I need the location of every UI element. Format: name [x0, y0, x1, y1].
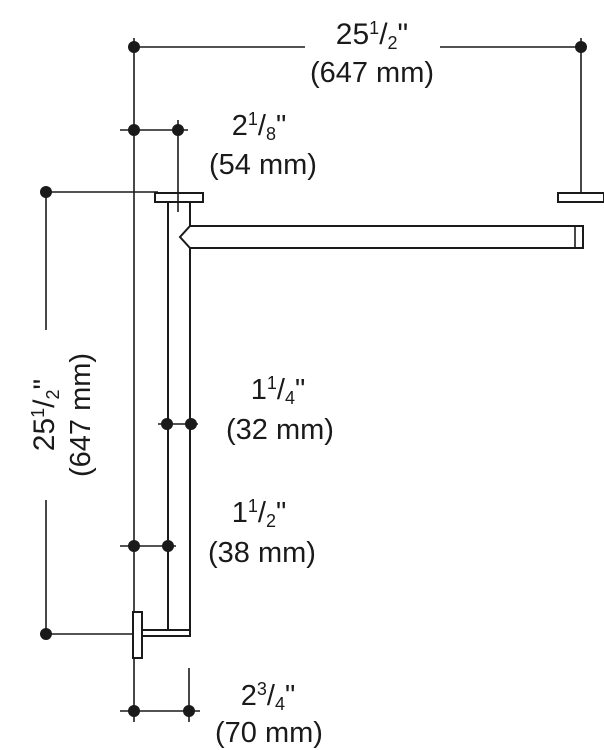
- dim-mm: (647 mm): [65, 353, 97, 477]
- dim-whole: 1: [251, 374, 267, 406]
- svg-text:23/4": 23/4": [241, 679, 296, 714]
- dim-whole: 2: [232, 110, 248, 142]
- dim-whole: 1: [232, 497, 248, 529]
- dim-inch-mark: ": [276, 497, 286, 529]
- dimension-dots: [40, 41, 587, 717]
- label-height: 251/2" (647 mm): [28, 353, 97, 477]
- top-left-flange: [154, 192, 204, 203]
- dim-denominator: 4: [275, 694, 285, 714]
- dim-inch-mark: ": [295, 374, 305, 406]
- dim-numerator: 1: [248, 109, 258, 129]
- dim-inch-mark: ": [398, 18, 409, 51]
- bottom-wall-flange: [132, 611, 143, 659]
- dimension-lines: [45, 38, 582, 722]
- horizontal-tube: [178, 225, 584, 249]
- dim-dot: [575, 41, 587, 53]
- grab-bar: [132, 192, 604, 659]
- dim-denominator: 8: [266, 124, 276, 144]
- dim-numerator: 1: [248, 496, 258, 516]
- dim-denominator: 4: [285, 388, 295, 408]
- svg-text:21/8": 21/8": [232, 109, 287, 144]
- label-wall-clearance: 11/2" (38 mm): [208, 496, 316, 569]
- dim-numerator: 1: [28, 408, 48, 418]
- dim-dot: [172, 124, 184, 136]
- dim-whole: 25: [28, 418, 61, 451]
- svg-text:11/4": 11/4": [251, 373, 306, 408]
- dim-dot: [128, 124, 140, 136]
- dim-inch-mark: ": [28, 379, 61, 390]
- dim-dot: [40, 186, 52, 198]
- label-bottom-flange: 23/4" (70 mm): [215, 679, 323, 749]
- dim-mm: (54 mm): [209, 149, 317, 181]
- dim-dot: [40, 628, 52, 640]
- dim-dot: [183, 705, 195, 717]
- dim-whole: 25: [336, 18, 369, 51]
- vertical-tube: [167, 199, 191, 637]
- label-tube-diameter: 11/4" (32 mm): [226, 373, 334, 446]
- label-top-width: 251/2" (647 mm): [310, 18, 434, 89]
- svg-text:251/2": 251/2": [28, 379, 63, 451]
- dim-whole: 2: [241, 680, 257, 712]
- dim-dot: [128, 41, 140, 53]
- dim-mm: (647 mm): [310, 57, 434, 89]
- dim-mm: (32 mm): [226, 414, 334, 446]
- svg-text:11/2": 11/2": [232, 496, 287, 531]
- label-flange-offset: 21/8" (54 mm): [209, 109, 317, 181]
- dim-dot: [162, 540, 174, 552]
- dim-mm: (38 mm): [208, 537, 316, 569]
- dim-mm: (70 mm): [215, 717, 323, 749]
- dim-denominator: 2: [388, 33, 398, 53]
- dim-dot: [128, 705, 140, 717]
- dim-dot: [161, 418, 173, 430]
- dim-dot: [185, 418, 197, 430]
- dim-denominator: 2: [266, 511, 276, 531]
- dim-dot: [128, 540, 140, 552]
- bottom-foot: [139, 629, 191, 637]
- dim-inch-mark: ": [276, 110, 286, 142]
- svg-text:251/2": 251/2": [336, 18, 408, 53]
- dim-numerator: 1: [369, 18, 379, 38]
- dim-numerator: 3: [257, 679, 267, 699]
- dim-numerator: 1: [267, 373, 277, 393]
- top-right-flange: [557, 192, 604, 203]
- dim-inch-mark: ": [285, 680, 295, 712]
- dim-denominator: 2: [43, 389, 63, 399]
